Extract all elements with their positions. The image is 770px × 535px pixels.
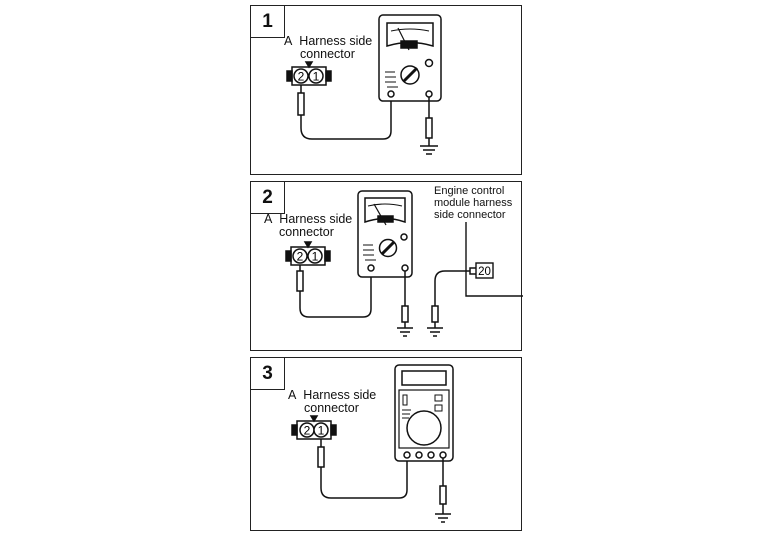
digital-multimeter <box>394 364 454 462</box>
panel-3-drawing: 2 1 <box>291 364 454 523</box>
analog-multimeter <box>357 190 413 278</box>
pin-1-label: 1 <box>312 250 319 264</box>
connector-label-line2: connector <box>279 225 334 239</box>
ecm-pin-label: 20 <box>478 266 491 278</box>
panel-1: 1 A Harness side connector 2 1 <box>250 5 522 175</box>
ground-symbol <box>420 145 438 155</box>
connector-label-line2: connector <box>300 47 355 61</box>
ground-lead <box>401 271 409 328</box>
pin-2-label: 2 <box>297 250 304 264</box>
ecm-pin-box <box>475 262 494 279</box>
pin-1-label: 1 <box>318 424 325 438</box>
ecm-label-line1: Engine control <box>434 185 505 197</box>
test-lead <box>297 92 392 140</box>
ecm-ground-symbol <box>427 327 443 337</box>
pin-1 <box>307 248 323 264</box>
pin-1 <box>313 422 329 438</box>
pin-2 <box>293 68 309 84</box>
connector-label: A Harness side <box>264 212 353 226</box>
pin-1-label: 1 <box>313 70 320 84</box>
ground-symbol <box>435 513 451 523</box>
connector-label: A Harness side <box>288 388 377 402</box>
ecm-label-line3: side connector <box>434 209 506 221</box>
connector-label: A Harness side <box>284 34 373 48</box>
panel-1-drawing: 2 1 <box>286 14 442 155</box>
pin-2 <box>292 248 308 264</box>
panel-3: 3 A Harness side connector 2 1 <box>250 357 522 531</box>
pin-2-label: 2 <box>298 70 305 84</box>
panel-2-drawing: 2 1 <box>285 190 523 337</box>
ecm-label-line2: module harness <box>434 197 513 209</box>
panel-number: 2 <box>251 182 285 214</box>
test-lead <box>317 446 408 499</box>
panel-number: 3 <box>251 358 285 390</box>
ground-lead <box>425 97 433 146</box>
ground-lead <box>439 458 447 514</box>
panel-2: 2 A Harness side connector Engine contro… <box>250 181 523 351</box>
pin-2-label: 2 <box>304 424 311 438</box>
panel-number: 1 <box>251 6 285 38</box>
pin-1 <box>308 68 324 84</box>
test-lead <box>296 268 372 318</box>
connector-label-line2: connector <box>304 401 359 415</box>
ground-symbol <box>397 327 413 337</box>
ecm-connector-outline <box>465 222 523 297</box>
analog-multimeter <box>378 14 442 102</box>
